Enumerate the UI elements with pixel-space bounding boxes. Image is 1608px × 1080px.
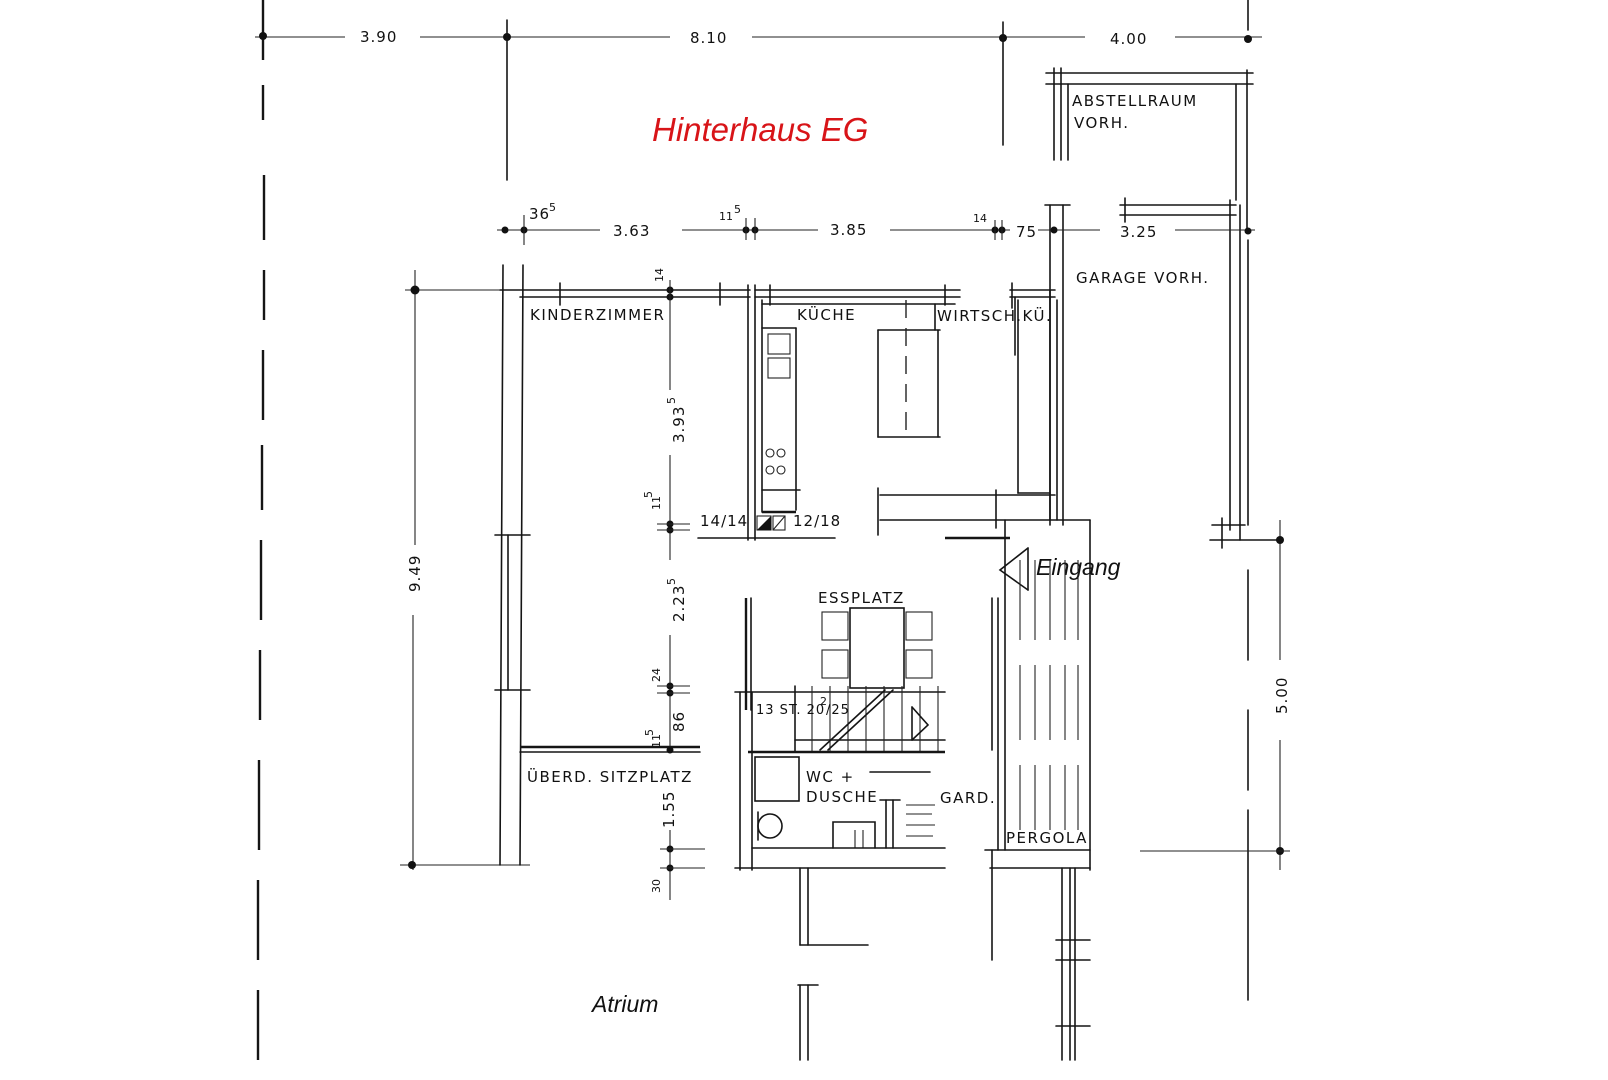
- chimney-dimension: 14/14: [700, 512, 748, 530]
- exterior-walls: [494, 264, 1058, 866]
- dimension-superscript: 5: [734, 203, 741, 216]
- dimension-left-total: [400, 270, 530, 870]
- room-label-dining: ESSPLATZ: [818, 589, 905, 607]
- room-label-storage: ABSTELLRAUM: [1072, 92, 1198, 110]
- area-label-pergola: PERGOLA: [1006, 829, 1088, 847]
- dimension-superscript: 5: [643, 729, 656, 736]
- dimension-label: 3.93: [670, 406, 688, 443]
- room-label-covered-terrace: ÜBERD. SITZPLATZ: [527, 767, 693, 786]
- staircase: [734, 685, 946, 871]
- property-line-left: [256, 0, 266, 1060]
- dimension-label: 14: [653, 268, 666, 282]
- dimension-label: 5.00: [1273, 677, 1291, 714]
- dimension-label: 4.00: [1110, 30, 1147, 48]
- dimension-label: 14: [973, 212, 987, 225]
- dimension-label: 30: [650, 879, 663, 893]
- room-label-garage: GARAGE VORH.: [1076, 269, 1210, 287]
- bathroom-fixtures: [734, 756, 946, 869]
- pergola-slats: [984, 519, 1091, 869]
- dimension-label: 11: [719, 210, 733, 223]
- dimension-label: 9.49: [406, 555, 424, 592]
- dimension-superscript: 5: [665, 397, 678, 404]
- dimension-label: 8.10: [690, 29, 727, 47]
- storage-room-walls: [1045, 67, 1254, 231]
- dimension-row-second: [497, 215, 1255, 245]
- dimension-label: 3.90: [360, 28, 397, 46]
- dining-table: [744, 597, 933, 711]
- entrance-arrow-icon: [998, 547, 1029, 591]
- room-label-storage-note: VORH.: [1074, 114, 1130, 132]
- room-label-utility-kitchen: WIRTSCH.KÜ.: [937, 306, 1052, 325]
- dimension-label: 11: [650, 496, 663, 510]
- kitchen-counter: [761, 327, 801, 514]
- dimension-label: 3.25: [1120, 223, 1157, 241]
- dimension-superscript: 2: [820, 695, 827, 708]
- dimension-label: 3.63: [613, 222, 650, 240]
- dimension-label: 3.85: [830, 221, 867, 239]
- room-label-kitchen: KÜCHE: [797, 305, 856, 324]
- dimension-right-garage: [1140, 520, 1290, 870]
- room-label-shower: DUSCHE: [806, 788, 878, 806]
- dimension-label: 75: [1016, 223, 1037, 241]
- dimension-label: 1.55: [660, 791, 678, 828]
- utility-room-walls: [877, 299, 1091, 871]
- room-label-wc: WC +: [806, 768, 855, 786]
- plan-title: Hinterhaus EG: [652, 111, 868, 148]
- kitchen-island: [877, 300, 941, 438]
- room-label-wardrobe: GARD.: [940, 789, 996, 807]
- dimension-label: 36: [529, 205, 550, 223]
- dimension-label: 2.23: [670, 585, 688, 622]
- garage-walls: [1044, 197, 1281, 549]
- dimension-label: 24: [650, 668, 663, 682]
- room-label-kids-room: KINDERZIMMER: [530, 306, 665, 324]
- stairs-dimension: 13 ST. 20: [756, 703, 825, 718]
- dimension-label: 11: [650, 734, 663, 748]
- chimney-dimension: 12/18: [793, 512, 841, 530]
- chimney-icon: [697, 515, 836, 539]
- dimension-row-top: [255, 19, 1262, 181]
- dimension-superscript: 5: [665, 578, 678, 585]
- wardrobe-icon: [906, 804, 935, 837]
- stairs-dimension: /25: [826, 703, 850, 718]
- dimension-vertical-chain: [657, 280, 705, 900]
- dimension-superscript: 5: [549, 201, 556, 214]
- dimension-label: 86: [670, 711, 688, 732]
- dimension-superscript: 5: [642, 491, 655, 498]
- atrium-walls: [797, 849, 1091, 1061]
- area-label-atrium: Atrium: [590, 991, 658, 1017]
- stove-icon: [765, 448, 786, 475]
